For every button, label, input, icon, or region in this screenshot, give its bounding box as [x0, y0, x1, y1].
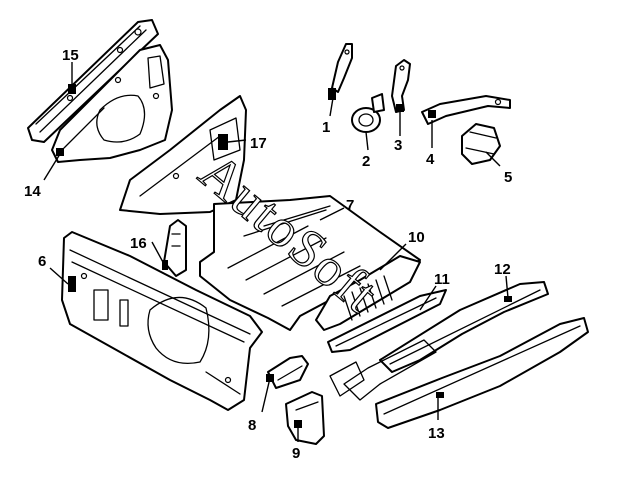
callout-17: 17 — [250, 135, 267, 152]
callout-9: 9 — [292, 445, 300, 462]
callout-4: 4 — [426, 151, 435, 168]
part-2-round-bracket[interactable] — [351, 93, 385, 133]
part-14-wheel-apron[interactable] — [51, 44, 173, 163]
part-17-wheel-apron[interactable] — [119, 95, 247, 215]
part-12-side-rail[interactable] — [379, 281, 549, 373]
part-6-front-panel[interactable] — [61, 231, 263, 411]
callout-16: 16 — [130, 235, 147, 252]
callout-2: 2 — [362, 153, 370, 170]
part-10-crossmember[interactable] — [315, 255, 421, 331]
part-16-bracket[interactable] — [162, 219, 187, 277]
callout-8: 8 — [248, 417, 256, 434]
callout-12: 12 — [494, 261, 511, 278]
callout-10: 10 — [408, 229, 425, 246]
callout-1: 1 — [322, 119, 330, 136]
part-4-arm-bracket[interactable] — [421, 95, 511, 125]
callout-7: 7 — [346, 197, 354, 214]
part-5-engine-mount[interactable] — [461, 123, 501, 165]
callout-15: 15 — [62, 47, 79, 64]
callout-13: 13 — [428, 425, 445, 442]
callout-3: 3 — [394, 137, 402, 154]
part-15-upper-rail[interactable] — [27, 19, 159, 143]
callout-5: 5 — [504, 169, 512, 186]
callout-14: 14 — [24, 183, 41, 200]
callout-6: 6 — [38, 253, 46, 270]
part-8-small-bracket[interactable] — [266, 355, 309, 389]
callout-labels: 1 2 3 4 5 6 7 8 9 10 11 12 13 14 15 16 1… — [24, 47, 512, 462]
part-3-z-bracket[interactable] — [391, 59, 411, 113]
part-11-cross-brace[interactable] — [327, 289, 447, 353]
part-9-mount-bracket[interactable] — [285, 391, 325, 445]
callout-11: 11 — [434, 271, 450, 288]
part-1-strap[interactable] — [328, 43, 353, 100]
part-13-longitudinal-member[interactable] — [329, 317, 589, 429]
leader-lines — [43, 62, 509, 442]
